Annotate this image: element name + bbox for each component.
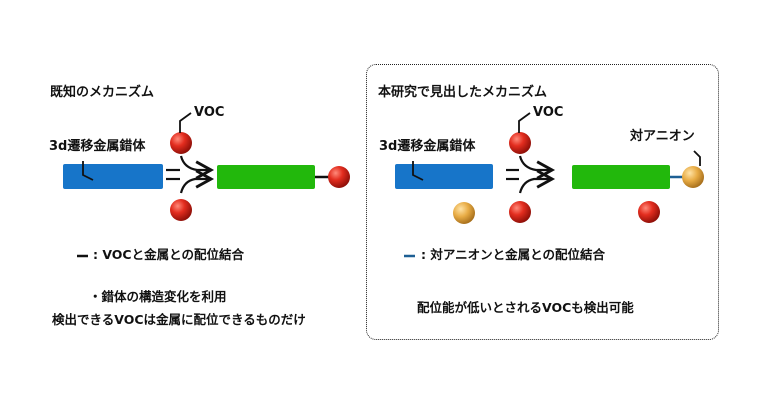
right-anion-pointer xyxy=(693,150,701,166)
left-voc-ball-bound xyxy=(328,166,350,188)
left-panel-title: 既知のメカニズム xyxy=(50,85,155,100)
right-voc-ball-top xyxy=(509,132,531,154)
right-voc-pointer xyxy=(518,112,531,133)
right-note-1: 配位能が低いとされるVOCも検出可能 xyxy=(417,300,634,315)
right-panel-frame xyxy=(366,64,719,340)
right-metal-complex-block xyxy=(395,164,493,189)
left-metal-complex-block xyxy=(63,164,163,189)
left-complex-pointer xyxy=(82,161,94,181)
right-complex-pointer xyxy=(412,161,424,181)
left-legend-text: : VOCと金属との配位結合 xyxy=(93,247,244,262)
right-anion-ball-free xyxy=(453,202,475,224)
left-voc-pointer xyxy=(179,112,192,133)
right-forward-arrow xyxy=(518,155,556,180)
right-complex-label: 3d遷移金属錯体 xyxy=(379,139,476,154)
right-anion-ball-bound xyxy=(682,166,704,188)
left-voc-ball-top xyxy=(170,132,192,154)
right-legend-text: : 対アニオンと金属との配位結合 xyxy=(421,247,605,262)
right-voc-label: VOC xyxy=(533,105,564,120)
right-reaction-scheme xyxy=(395,112,704,258)
right-voc-ball-bottom xyxy=(509,201,531,223)
left-voc-ball-bottom xyxy=(170,199,192,221)
left-note-2: 検出できるVOCは金属に配位できるものだけ xyxy=(52,312,306,327)
left-ligand-block xyxy=(217,165,315,189)
left-complex-label: 3d遷移金属錯体 xyxy=(49,139,146,154)
right-backward-arrow xyxy=(518,169,556,194)
left-note-1: ・錯体の構造変化を利用 xyxy=(89,289,227,304)
right-voc-ball-free xyxy=(638,201,660,223)
right-ligand-block xyxy=(572,165,670,189)
left-reaction-scheme xyxy=(63,112,350,258)
left-backward-arrow xyxy=(179,169,215,194)
right-panel-title: 本研究で見出したメカニズム xyxy=(378,85,548,100)
right-anion-label: 対アニオン xyxy=(630,129,695,144)
left-forward-arrow xyxy=(179,155,215,180)
left-voc-label: VOC xyxy=(194,105,225,120)
